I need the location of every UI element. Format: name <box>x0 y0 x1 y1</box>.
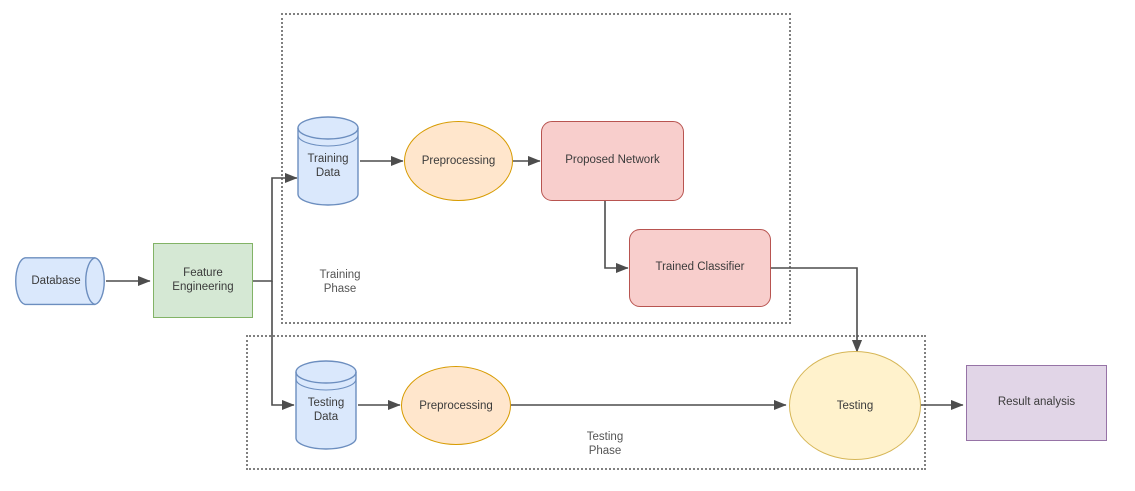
edge-proposed-network-to-trained-classifier <box>604 201 629 274</box>
testing-phase-caption: Testing Phase <box>586 431 624 458</box>
edge-feature-engineering-to-testing-data <box>271 281 295 411</box>
node-database[interactable] <box>14 257 106 306</box>
training-phase-container <box>281 13 791 324</box>
node-result-analysis[interactable]: Result analysis <box>966 365 1107 441</box>
node-proposed-network[interactable]: Proposed Network <box>541 121 684 201</box>
training-phase-caption: Training Phase <box>319 269 361 296</box>
edge-trained-classifier-to-testing <box>770 267 863 353</box>
edge-feature-engineering-to-training-data <box>253 172 298 282</box>
node-preprocessing-training[interactable]: Preprocessing <box>404 121 513 201</box>
node-testing[interactable]: Testing <box>789 351 921 460</box>
node-testing-data[interactable] <box>295 360 357 450</box>
testing-phase-container <box>246 335 926 470</box>
node-feature-engineering[interactable]: Feature Engineering <box>153 243 253 318</box>
node-preprocessing-testing[interactable]: Preprocessing <box>401 366 511 445</box>
node-training-data[interactable] <box>297 116 359 206</box>
node-trained-classifier[interactable]: Trained Classifier <box>629 229 771 307</box>
